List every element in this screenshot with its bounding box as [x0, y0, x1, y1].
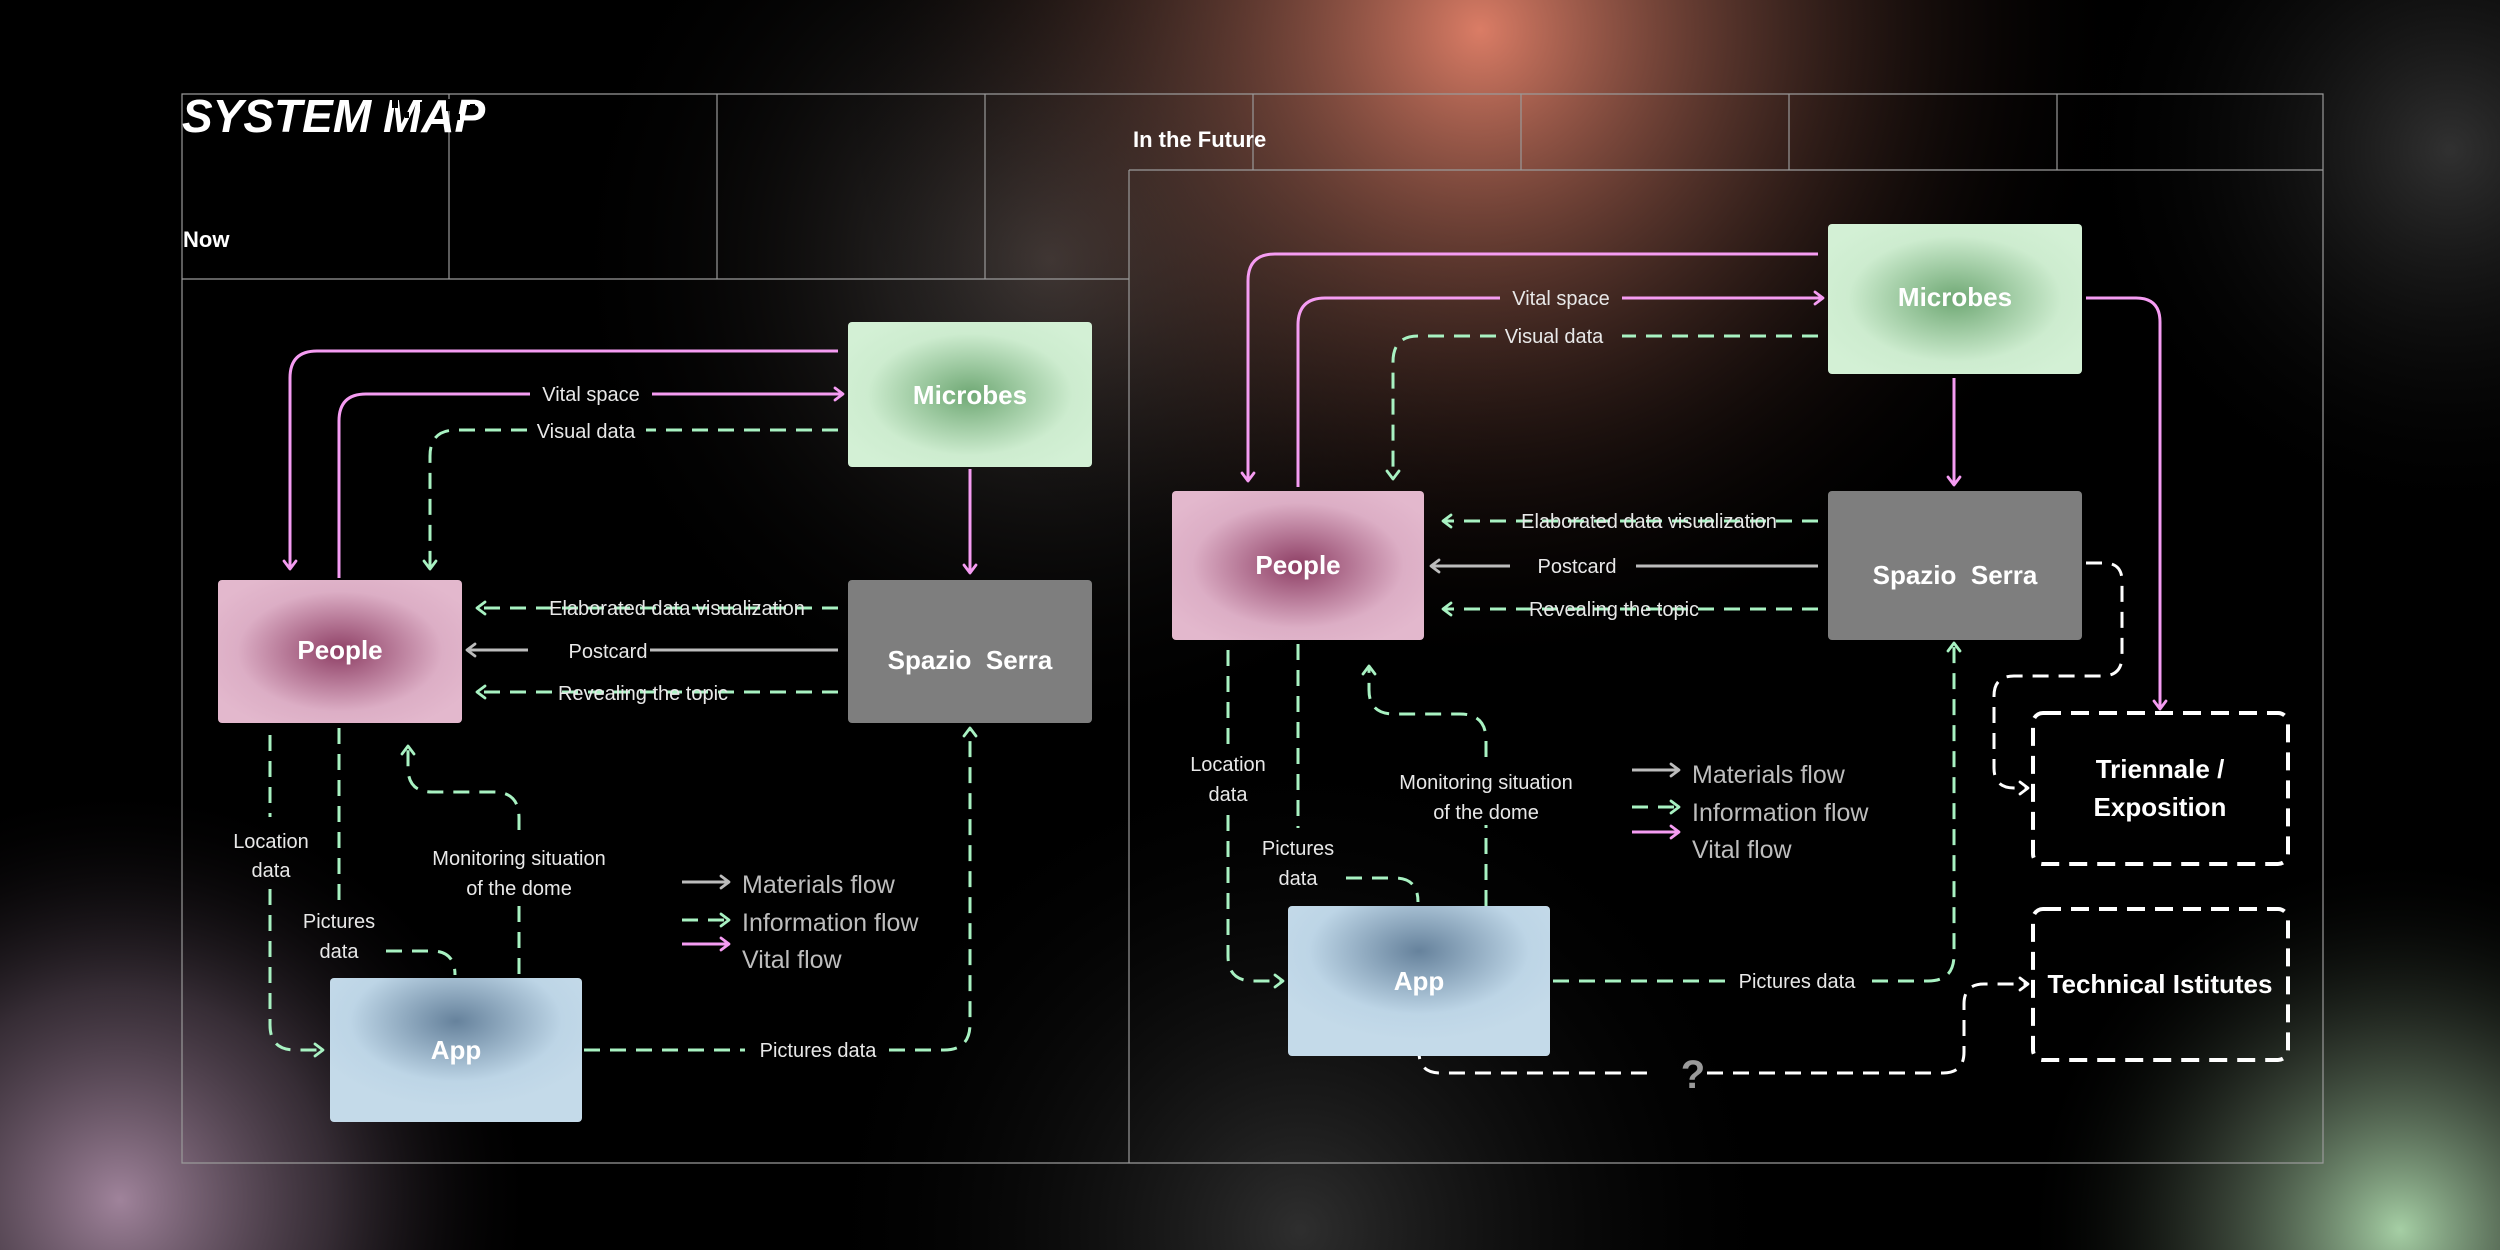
future-node-app-label: App: [1394, 966, 1445, 996]
now-label-location-2: data: [252, 860, 292, 882]
future-label-monitoring-1: Monitoring situation: [1399, 772, 1572, 794]
future-node-triennale: [2031, 711, 2290, 866]
now-node-app: [330, 978, 582, 1122]
future-legend-materials-label: Materials flow: [1692, 761, 1846, 789]
future-info-monitoring: [1369, 667, 1488, 932]
future-info-location: [1226, 650, 1282, 981]
future-node-spazio-serra-label: Spazio Serra: [1873, 560, 2038, 590]
future-node-technical-label: Technical Istitutes: [2048, 969, 2273, 999]
now-node-microbes: [848, 322, 1092, 467]
future-info-visual-data-b: [1385, 334, 1496, 481]
now-node-spazio-serra-label: Spazio Serra: [888, 645, 1053, 675]
now-vital-microbes-people: [282, 349, 838, 571]
future-legend: Materials flow Information flow Vital fl…: [1632, 761, 1869, 864]
future-label-location-1: Location: [1190, 754, 1266, 776]
future-legend-info-label: Information flow: [1692, 799, 1869, 827]
now-node-people-label: People: [297, 635, 382, 665]
now-info-pictures-data: [584, 729, 970, 1052]
now-legend: Materials flow Information flow Vital fl…: [682, 871, 919, 974]
now-info-pictures: [337, 728, 457, 976]
now-info-visual-data-b: [422, 428, 527, 571]
now-legend-vital-label: Vital flow: [742, 946, 843, 974]
future-label-unknown: ?: [1681, 1053, 1705, 1097]
now-node-app-label: App: [431, 1035, 482, 1065]
future-node-triennale-label-2: Exposition: [2094, 792, 2227, 822]
title-map: MAP: [383, 90, 486, 142]
frame-grid: [181, 93, 2324, 1164]
future-node-microbes: [1828, 224, 2082, 374]
future-label-vital-space: Vital space: [1512, 288, 1609, 310]
section-future: In the Future: [1133, 127, 1266, 152]
future-vital-microbes-people: [1240, 252, 1818, 483]
future-node-spazio-serra: [1828, 491, 2082, 640]
future-label-pictures-1: Pictures: [1262, 838, 1334, 860]
future-label-pictures-data: Pictures data: [1739, 971, 1857, 993]
future-label-visual-data: Visual data: [1505, 326, 1604, 348]
future-node-microbes-label: Microbes: [1898, 282, 2012, 312]
future-info-pictures-data: [1553, 644, 1954, 983]
future-vital-space-line-a: [1296, 296, 1500, 487]
future-label-pictures-2: data: [1279, 868, 1319, 890]
now-label-monitoring-2: of the dome: [466, 878, 572, 900]
future-node-people-label: People: [1255, 550, 1340, 580]
future-flow-serra-triennale: [1992, 561, 2124, 796]
now-vital-space-line-a: [337, 392, 530, 578]
now-label-pictures-1: Pictures: [303, 911, 375, 933]
now-label-postcard: Postcard: [569, 641, 648, 663]
now-info-location: [268, 735, 322, 1050]
now-label-location-1: Location: [233, 831, 309, 853]
now-label-revealing: Revealing the topic: [558, 683, 728, 705]
future-vital-microbes-triennale: [2086, 296, 2168, 711]
title-glitch-marks: [392, 98, 475, 120]
diagram-now: Microbes People Spazio Serra App Vital s…: [218, 322, 1092, 1122]
future-node-technical: [2031, 907, 2290, 1062]
diagram-future: Microbes People Spazio Serra App Trienna…: [1172, 224, 2290, 1097]
future-node-people: [1172, 491, 1424, 640]
future-label-revealing: Revealing the topic: [1529, 599, 1699, 621]
now-label-visual-data: Visual data: [537, 421, 636, 443]
future-legend-vital-label: Vital flow: [1692, 836, 1793, 864]
now-legend-info-label: Information flow: [742, 909, 919, 937]
future-info-pictures: [1296, 644, 1420, 903]
now-label-pictures-data: Pictures data: [760, 1040, 878, 1062]
now-label-vital-space: Vital space: [542, 384, 639, 406]
now-label-monitoring-1: Monitoring situation: [432, 848, 605, 870]
section-now: Now: [183, 227, 230, 252]
future-node-triennale-label-1: Triennale /: [2096, 754, 2225, 784]
now-node-people: [218, 580, 462, 723]
future-node-app: [1288, 906, 1550, 1056]
now-label-pictures-2: data: [320, 941, 360, 963]
future-label-location-2: data: [1209, 784, 1249, 806]
future-label-elaborated: Elaborated data visualization: [1521, 511, 1777, 533]
now-node-microbes-label: Microbes: [913, 380, 1027, 410]
now-legend-materials-label: Materials flow: [742, 871, 896, 899]
now-info-monitoring: [408, 747, 521, 1000]
now-node-spazio-serra: [848, 580, 1092, 723]
future-label-postcard: Postcard: [1538, 556, 1617, 578]
future-label-monitoring-2: of the dome: [1433, 802, 1539, 824]
title-system: SYSTEM: [182, 90, 373, 142]
now-label-elaborated: Elaborated data visualization: [549, 598, 805, 620]
